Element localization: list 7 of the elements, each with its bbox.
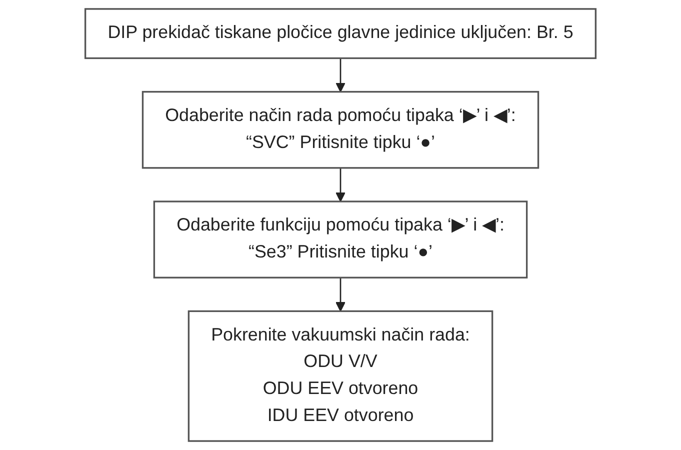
arrow	[336, 168, 346, 202]
arrow	[336, 278, 346, 312]
node-box: Pokrenite vakuumski način rada: ODU V/V ODU EEV otvoreno IDU EEV otvoreno	[188, 310, 494, 442]
node-box: Odaberite način rada pomoću tipaka ‘▶’ i ◀’: “SVC” Pritisnite tipku ‘●’	[142, 90, 540, 169]
node-box: Odaberite funkciju pomoću tipaka ‘▶’ i ◀’: “Se3” Pritisnite tipku ‘●’	[153, 200, 528, 278]
node-box: DIP prekidač tiskane pločice glavne jedinice uključen: Br. 5	[84, 8, 597, 60]
arrow	[336, 58, 346, 92]
